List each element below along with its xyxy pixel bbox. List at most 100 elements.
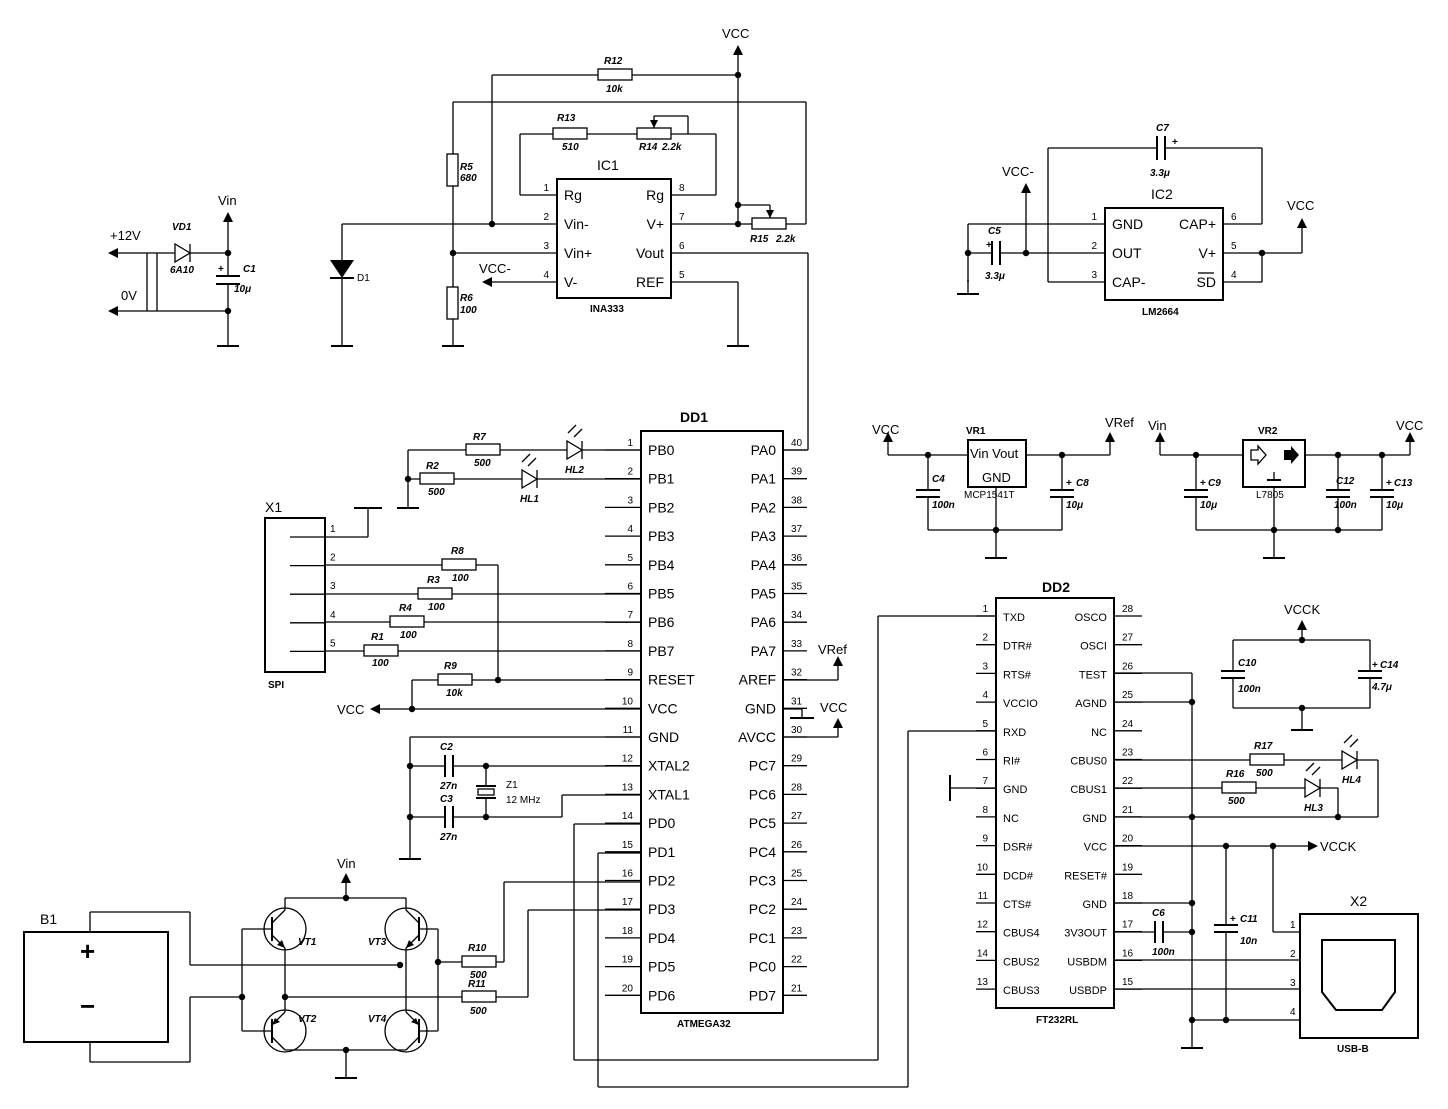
svg-text:R12: R12 (604, 56, 623, 67)
svg-text:500: 500 (470, 1006, 487, 1017)
svg-text:C10: C10 (1238, 658, 1257, 669)
pin-name: CBUS4 (1003, 928, 1040, 940)
svg-text:VCC: VCC (1287, 198, 1314, 213)
vr2-section: VR2 L7805 Vin VCC + C9 10μ C12 100n + C1… (1148, 418, 1423, 559)
pin-number: 4 (982, 690, 988, 701)
pin-number: 22 (1122, 776, 1134, 787)
pin-number: 15 (622, 840, 634, 851)
pin-number: 4 (330, 610, 336, 621)
pin-number: 5 (679, 270, 685, 281)
svg-text:100: 100 (452, 573, 469, 584)
pin-name: V+ (1198, 245, 1216, 261)
svg-text:VR1: VR1 (966, 426, 986, 437)
svg-text:27n: 27n (439, 781, 457, 792)
svg-text:100: 100 (460, 305, 477, 316)
pin-name: REF (636, 274, 664, 290)
pin-name: PB3 (648, 528, 675, 544)
pin-name: PA0 (751, 442, 777, 458)
pin-number: 2 (543, 212, 549, 223)
pin-name: PC6 (749, 786, 776, 802)
pin-number: 33 (791, 639, 803, 650)
svg-text:R9: R9 (444, 661, 457, 672)
pin-number: 26 (1122, 661, 1134, 672)
svg-text:+: + (1230, 914, 1236, 925)
pin-number: 21 (1122, 805, 1134, 816)
x2-pin-3: 3 (1290, 978, 1296, 989)
pin-number: 6 (982, 748, 988, 759)
svg-text:L7805: L7805 (1256, 490, 1284, 501)
svg-text:VRef: VRef (1105, 415, 1134, 430)
pin-number: 31 (791, 696, 803, 707)
dd1-body (640, 430, 784, 1014)
pin-number: 13 (977, 977, 989, 988)
pin-name: PB0 (648, 442, 675, 458)
pin-number: 11 (978, 891, 989, 902)
pin-number: 8 (982, 805, 988, 816)
pin-name: PA3 (751, 528, 777, 544)
svg-text:100: 100 (400, 630, 417, 641)
svg-text:C13: C13 (1394, 478, 1413, 489)
pin-name: DTR# (1003, 641, 1033, 653)
pin-number: 2 (627, 467, 633, 478)
pin-name: AVCC (738, 729, 776, 745)
ic2-body (1104, 207, 1224, 301)
pin-name: USBDP (1069, 985, 1107, 997)
pin-number: 34 (791, 610, 803, 621)
svg-text:+: + (1372, 660, 1378, 671)
pin-number: 3 (1091, 270, 1097, 281)
pin-name: TEST (1079, 669, 1107, 681)
pin-number: 28 (791, 782, 803, 793)
svg-text:MCP1541T: MCP1541T (964, 490, 1015, 501)
svg-text:VCCK: VCCK (1284, 602, 1320, 617)
svg-text:+: + (1172, 137, 1178, 148)
pin-name: XTAL2 (648, 758, 690, 774)
pin-name: PD7 (749, 987, 776, 1003)
svg-text:Vin Vout: Vin Vout (970, 446, 1019, 461)
svg-text:VCC: VCC (872, 422, 899, 437)
svg-text:R5: R5 (460, 162, 473, 173)
pin-name: PB4 (648, 557, 675, 573)
pin-number: 10 (622, 696, 634, 707)
svg-text:510: 510 (562, 142, 579, 153)
svg-text:Vin: Vin (1148, 418, 1167, 433)
pin-name: OSCI (1080, 641, 1107, 653)
vr2-body (1242, 439, 1306, 488)
pin-number: 4 (1290, 1007, 1296, 1018)
pin-name: OUT (1112, 245, 1142, 261)
plus12v-label: +12V (110, 228, 141, 243)
pin-number: 5 (330, 638, 336, 649)
svg-text:680: 680 (460, 173, 477, 184)
pin-name: AREF (739, 672, 776, 688)
pin-name: GND (1083, 813, 1108, 825)
x2-pin-4: 4 (1290, 1007, 1296, 1018)
ic1-pin-5: 5 REF (636, 270, 685, 290)
svg-text:+: + (218, 264, 224, 275)
pin-number: 6 (627, 582, 633, 593)
pin-number: 20 (1122, 834, 1134, 845)
svg-text:SPI: SPI (268, 680, 284, 691)
h-bridge-section: B1 + − Vin VT1 VT2 (23, 856, 641, 1079)
pin-name: XTAL1 (648, 786, 690, 802)
dd2-body (995, 597, 1115, 1009)
pin-number: 25 (791, 869, 803, 880)
